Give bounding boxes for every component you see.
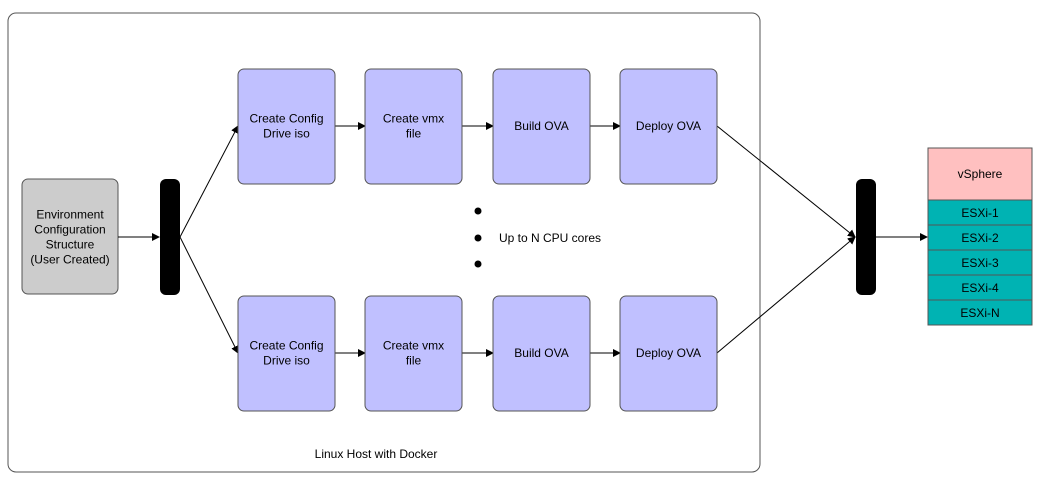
- parallel-indicator: Up to N CPU cores: [474, 207, 601, 268]
- arrow-fork-to-top: [179, 125, 239, 238]
- parallel-dot: [474, 207, 482, 215]
- create-config-drive-iso-step-label-line: Create Config: [249, 339, 323, 353]
- create-vmx-file-step-label-line: file: [406, 354, 422, 368]
- esxi-host-label: ESXi-3: [961, 256, 999, 270]
- vsphere-label: vSphere: [958, 167, 1003, 181]
- create-config-drive-iso-step: [237, 68, 336, 185]
- join-bar: [856, 179, 876, 295]
- create-config-drive-iso-step: [237, 295, 336, 412]
- parallel-dot: [474, 234, 482, 242]
- create-vmx-file-step-label-line: Create vmx: [383, 112, 444, 126]
- deploy-ova-step-label-line: Deploy OVA: [636, 119, 701, 133]
- environment-config-label-line: Environment: [36, 208, 104, 222]
- create-vmx-file-step: [364, 295, 463, 412]
- parallel-dot: [474, 260, 482, 268]
- create-config-drive-iso-step-label-line: Create Config: [249, 112, 323, 126]
- create-config-drive-iso-step-label-line: Drive iso: [263, 354, 310, 368]
- vsphere-box: [927, 147, 1033, 201]
- esxi-host-label: ESXi-4: [961, 281, 999, 295]
- esxi-host-label: ESXi-N: [960, 306, 999, 320]
- build-ova-step-label-line: Build OVA: [514, 346, 568, 360]
- connector-arrows: [118, 122, 928, 357]
- linux-host-label: Linux Host with Docker: [315, 447, 438, 461]
- esxi-host-box: [927, 299, 1033, 326]
- arrow-fork-to-bottom: [179, 236, 239, 354]
- create-vmx-file-step-label-line: file: [406, 127, 422, 141]
- esxi-host-box: [927, 249, 1033, 276]
- parallel-note-label: Up to N CPU cores: [499, 231, 601, 245]
- esxi-host-label: ESXi-2: [961, 231, 999, 245]
- esxi-host-label: ESXi-1: [961, 206, 999, 220]
- esxi-host-box: [927, 224, 1033, 251]
- create-vmx-file-step-label-line: Create vmx: [383, 339, 444, 353]
- build-ova-step: [492, 68, 591, 185]
- deploy-ova-step: [619, 68, 718, 185]
- build-ova-step-label-line: Build OVA: [514, 119, 568, 133]
- arrow-bottom-to-join: [716, 236, 856, 354]
- arrow-top-to-join: [716, 125, 856, 238]
- esxi-host-box: [927, 274, 1033, 301]
- deploy-ova-step: [619, 295, 718, 412]
- create-vmx-file-step: [364, 68, 463, 185]
- build-ova-step: [492, 295, 591, 412]
- environment-config-label-line: Configuration: [34, 223, 105, 237]
- esxi-host-box: [927, 199, 1033, 226]
- deploy-ova-step-label-line: Deploy OVA: [636, 346, 701, 360]
- environment-config-label-line: Structure: [46, 238, 95, 252]
- fork-bar: [160, 179, 180, 295]
- create-config-drive-iso-step-label-line: Drive iso: [263, 127, 310, 141]
- environment-config-box: [21, 178, 119, 295]
- environment-config-label-line: (User Created): [30, 253, 109, 267]
